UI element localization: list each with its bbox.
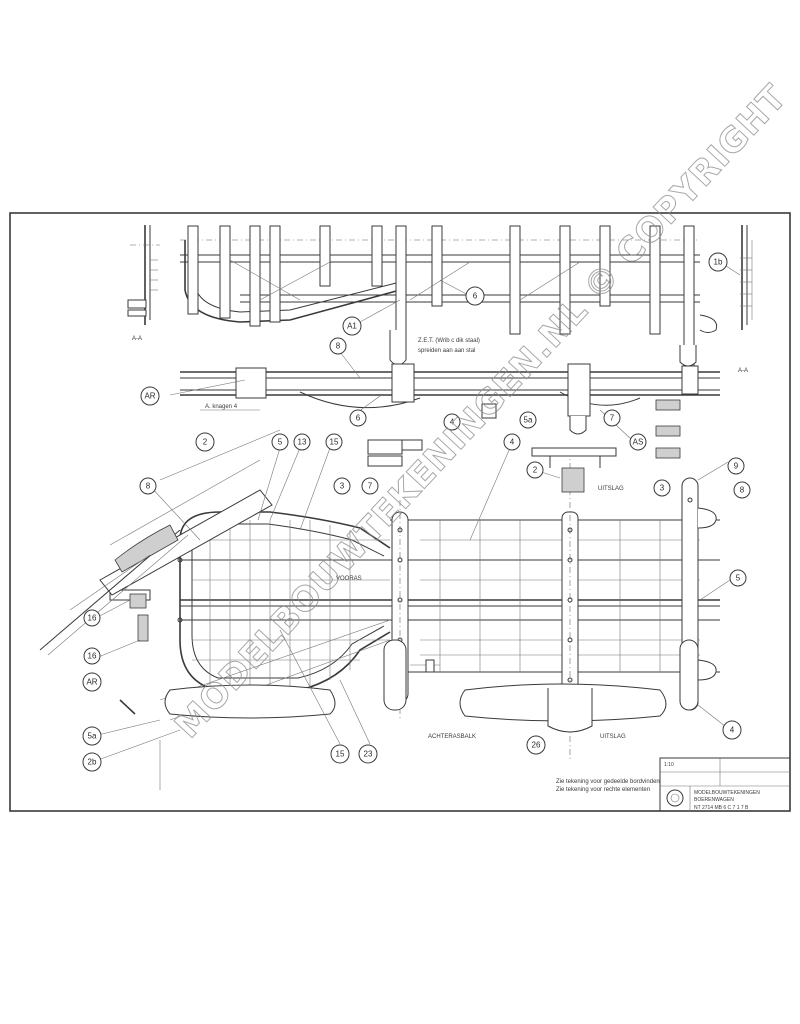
svg-text:4: 4 bbox=[730, 726, 735, 735]
svg-text:16: 16 bbox=[88, 614, 97, 623]
drawing-number: NT 2714 MB 6 C 7 1 7 B bbox=[694, 805, 749, 811]
title-line-1: MODELBOUWTEKENINGEN bbox=[694, 790, 760, 796]
balloon: 2 bbox=[195, 432, 215, 452]
svg-text:8: 8 bbox=[336, 342, 341, 351]
balloon: 8 bbox=[139, 477, 157, 495]
svg-text:A1: A1 bbox=[347, 322, 357, 331]
axle-bar-view: A. knagen 4 bbox=[180, 363, 720, 459]
balloon: AS bbox=[629, 433, 647, 451]
balloon: 15 bbox=[330, 744, 350, 764]
svg-text:AR: AR bbox=[86, 678, 97, 687]
note-5: ACHTERASBALK bbox=[428, 734, 476, 740]
note-4: UITSLAG bbox=[600, 734, 626, 740]
note-6: VOORAS bbox=[336, 576, 362, 582]
balloon: 4 bbox=[503, 433, 521, 451]
side-view bbox=[180, 225, 718, 367]
svg-text:7: 7 bbox=[368, 482, 373, 491]
svg-text:2: 2 bbox=[533, 466, 538, 475]
part-balloons: 1b 6 AR A1 8 6 5a 4 2 7 AS 5 13 15 4 8 3… bbox=[82, 252, 751, 772]
svg-text:5a: 5a bbox=[524, 416, 533, 425]
leader-lines bbox=[95, 261, 741, 761]
note-9: Zie tekening voor rechte elementen bbox=[556, 787, 650, 793]
section-left: A-A bbox=[127, 225, 160, 342]
balloon: AR bbox=[140, 386, 160, 406]
svg-text:6: 6 bbox=[473, 292, 478, 301]
title-line-2: BOERENWAGEN bbox=[694, 797, 734, 803]
balloon: 6 bbox=[349, 409, 367, 427]
plan-view bbox=[109, 439, 720, 760]
company-logo bbox=[666, 789, 684, 807]
svg-text:13: 13 bbox=[298, 438, 307, 447]
svg-text:8: 8 bbox=[740, 486, 745, 495]
svg-text:5: 5 bbox=[736, 574, 741, 583]
svg-text:5a: 5a bbox=[88, 732, 97, 741]
svg-text:26: 26 bbox=[532, 741, 541, 750]
balloon: 5a bbox=[519, 411, 537, 429]
balloon: 8 bbox=[329, 337, 347, 355]
balloon: 13 bbox=[293, 433, 311, 451]
running-gear bbox=[164, 639, 699, 733]
balloon: 23 bbox=[358, 744, 378, 764]
balloon: 2b bbox=[82, 752, 102, 772]
svg-text:AR: AR bbox=[144, 392, 155, 401]
svg-text:3: 3 bbox=[660, 484, 665, 493]
balloon: A1 bbox=[342, 316, 362, 336]
balloon: 26 bbox=[526, 735, 546, 755]
balloon: 5a bbox=[82, 726, 102, 746]
svg-text:7: 7 bbox=[610, 414, 615, 423]
svg-text:23: 23 bbox=[364, 750, 373, 759]
svg-text:5: 5 bbox=[278, 438, 283, 447]
balloon: 3 bbox=[653, 479, 671, 497]
note-knagen: A. knagen 4 bbox=[205, 404, 238, 410]
drawing-notes: Z.E.T. (Wrib c dik staal) spreiden aan a… bbox=[336, 338, 660, 793]
svg-text:15: 15 bbox=[336, 750, 345, 759]
drawbar bbox=[39, 429, 391, 790]
svg-text:9: 9 bbox=[734, 462, 739, 471]
balloon: 9 bbox=[727, 457, 745, 475]
note-3: UITSLAG bbox=[598, 486, 624, 492]
drawing-border bbox=[9, 212, 791, 812]
svg-text:4: 4 bbox=[450, 418, 455, 427]
copyright-watermark: MODELBOUWTEKENINGEN.NL © COPYRIGHT bbox=[167, 77, 795, 746]
svg-text:15: 15 bbox=[330, 438, 339, 447]
balloon: 16 bbox=[83, 647, 101, 665]
svg-text:2: 2 bbox=[203, 438, 208, 447]
svg-text:2b: 2b bbox=[88, 758, 97, 767]
balloon: 7 bbox=[361, 477, 379, 495]
svg-text:6: 6 bbox=[356, 414, 361, 423]
balloon: 5 bbox=[729, 569, 747, 587]
section-label-right: A-A bbox=[738, 368, 748, 374]
balloon: 7 bbox=[603, 409, 621, 427]
note-8: Zie tekening voor gedeelde bordvinden bbox=[556, 779, 660, 785]
balloon: AR bbox=[82, 672, 102, 692]
balloon: 15 bbox=[325, 433, 343, 451]
balloon: 16 bbox=[83, 609, 101, 627]
title-block: 1:10 MODELBOUWTEKENINGEN BOERENWAGEN NT … bbox=[659, 757, 791, 812]
balloon: 5 bbox=[271, 433, 289, 451]
svg-text:8: 8 bbox=[146, 482, 151, 491]
section-label-left: A-A bbox=[132, 336, 142, 342]
svg-text:1b: 1b bbox=[714, 258, 723, 267]
balloon: 3 bbox=[333, 477, 351, 495]
balloon: 1b bbox=[708, 252, 728, 272]
title-scale: 1:10 bbox=[664, 762, 674, 768]
balloon: 6 bbox=[465, 286, 485, 306]
svg-text:16: 16 bbox=[88, 652, 97, 661]
balloon: 4 bbox=[722, 720, 742, 740]
balloon: 8 bbox=[733, 481, 751, 499]
balloon: 2 bbox=[526, 461, 544, 479]
svg-text:3: 3 bbox=[340, 482, 345, 491]
svg-text:4: 4 bbox=[510, 438, 515, 447]
balloon: 4 bbox=[443, 413, 461, 431]
note-1: Z.E.T. (Wrib c dik staal) bbox=[418, 338, 480, 344]
note-2: spreiden aan aan stal bbox=[418, 348, 475, 354]
svg-text:AS: AS bbox=[633, 438, 644, 447]
section-right: A-A bbox=[738, 225, 753, 374]
